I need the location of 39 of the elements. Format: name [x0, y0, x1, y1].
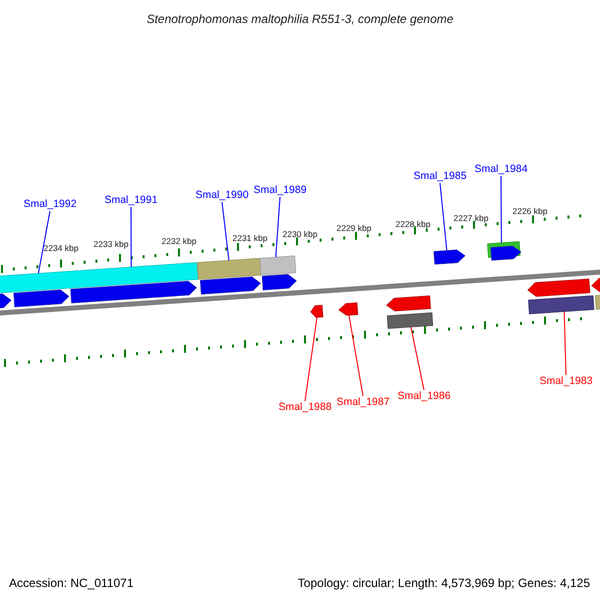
leader-line [304, 316, 318, 402]
leader-line [440, 182, 448, 251]
scale-label: 2230 kbp [282, 229, 318, 240]
leader-line [410, 326, 424, 390]
gene-label: Smal_1984 [469, 163, 533, 176]
gene-label: Smal_1991 [99, 194, 163, 207]
leader-line [38, 210, 50, 274]
scale-label: 2231 kbp [232, 233, 268, 244]
gene-feature-bar [260, 256, 296, 276]
scale-label: 2229 kbp [336, 223, 372, 234]
gene-feature-bar [0, 262, 198, 294]
gene-feature-block [310, 304, 324, 318]
gene-feature-block [338, 302, 358, 316]
gene-feature-block [262, 274, 297, 290]
scale-label: 2226 kbp [512, 206, 548, 217]
gene-feature-bar [386, 312, 434, 329]
gene-label: Smal_1992 [18, 198, 82, 211]
leader-line [130, 206, 132, 268]
scale-label: 2234 kbp [42, 243, 80, 254]
gene-feature-bar [528, 295, 594, 314]
gene-feature-block [386, 295, 431, 312]
leader-line [275, 196, 280, 258]
scale-label: 2228 kbp [394, 219, 432, 230]
leader-line [500, 176, 502, 244]
gene-label: Smal_1985 [408, 170, 472, 183]
scale-label: 2232 kbp [160, 236, 198, 247]
scale-label: 2227 kbp [452, 213, 490, 224]
footer-text: Topology: circular; Length: 4,573,969 bp; Genes: 4,125 [298, 575, 590, 592]
gene-feature-block [200, 276, 261, 295]
gene-feature-bar [196, 258, 262, 280]
title: Stenotrophomonas maltophilia R551-3, complete genome [146, 11, 454, 28]
gene-label: Smal_1986 [392, 390, 456, 403]
gene-label: Smal_1983 [534, 375, 598, 388]
scale-label: 2233 kbp [92, 239, 130, 250]
footer-text: Accession: NC_011071 [9, 575, 134, 592]
leader-line [564, 311, 566, 376]
leader-line [348, 314, 364, 396]
gene-feature-block [434, 250, 466, 265]
leader-line [222, 202, 230, 261]
